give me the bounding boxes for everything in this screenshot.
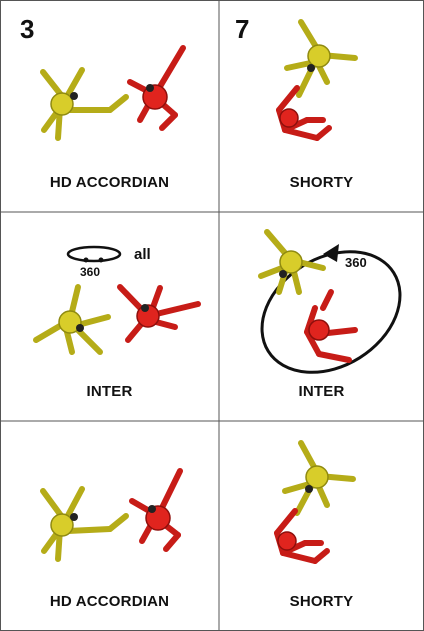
panel-inter-left: 360 all INTER <box>0 212 219 421</box>
legend-text: all <box>134 246 151 263</box>
red-skydiver <box>276 85 332 141</box>
panel-inter-right: 360 INTER <box>219 212 424 421</box>
rotation-arrow: 360 <box>260 244 402 374</box>
skydivers-figure <box>276 19 358 141</box>
red-skydiver <box>129 468 183 552</box>
rotation-legend: 360 all <box>66 245 151 279</box>
yellow-skydiver <box>282 440 356 516</box>
yellow-skydiver <box>40 486 129 562</box>
skydivers-figure <box>274 440 356 564</box>
skydivers-figure: 360 <box>258 229 402 374</box>
yellow-skydiver <box>284 19 358 98</box>
panel-caption: INTER <box>86 383 133 400</box>
panel-caption: INTER <box>298 383 345 400</box>
red-skydiver <box>274 508 330 564</box>
red-skydiver <box>127 45 186 131</box>
rotation-label: 360 <box>345 255 367 270</box>
panel-caption: SHORTY <box>289 593 354 610</box>
panel-caption: SHORTY <box>289 174 354 191</box>
red-skydiver <box>117 284 201 343</box>
panel-shorty-top: 7 SHORTY <box>219 0 424 212</box>
yellow-skydiver <box>40 67 129 141</box>
skydivers-figure <box>40 468 183 562</box>
panel-number: 7 <box>235 14 250 44</box>
panel-caption: HD ACCORDIAN <box>49 593 170 610</box>
panel-number: 3 <box>20 14 35 44</box>
panel-hd-accordian-bottom: HD ACCORDIAN <box>0 421 219 631</box>
panel-caption: HD ACCORDIAN <box>49 174 170 191</box>
legend-value: 360 <box>80 265 100 279</box>
panel-shorty-bottom: SHORTY <box>219 421 424 631</box>
red-skydiver <box>304 289 358 363</box>
skydivers-figure: 360 all <box>33 245 201 355</box>
skydivers-figure <box>40 45 186 141</box>
yellow-skydiver <box>258 229 326 295</box>
panel-hd-accordian-top: 3 HD ACCORDIAN <box>0 0 219 212</box>
arrow-head-icon <box>323 244 339 262</box>
yellow-skydiver <box>33 284 111 355</box>
